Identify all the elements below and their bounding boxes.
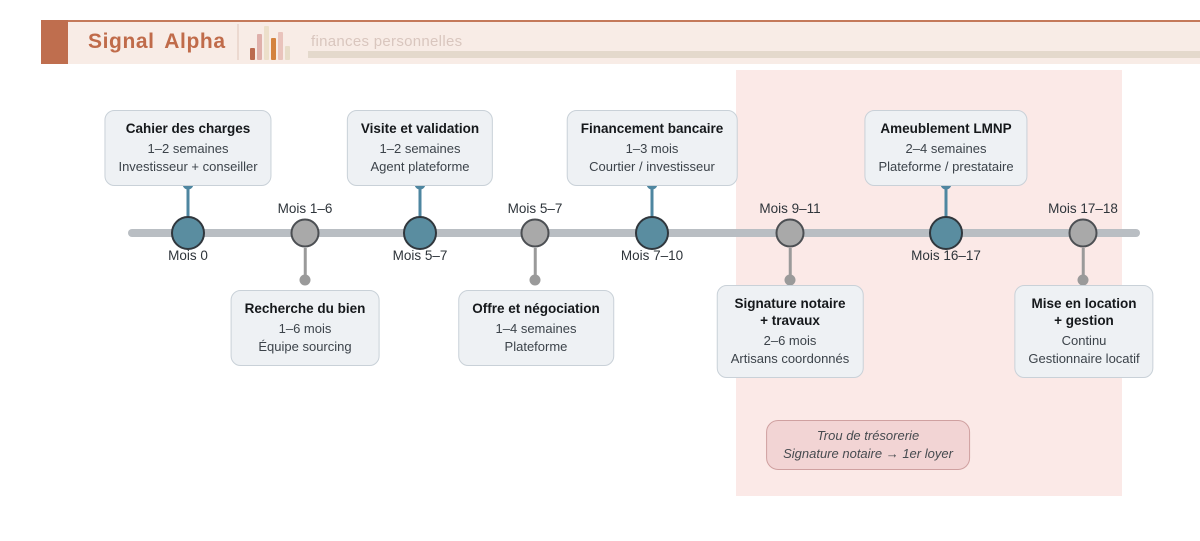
milestone-node-mois-17-18 xyxy=(1068,218,1098,248)
connector-dot xyxy=(299,274,311,286)
milestone-node-mois-16-17 xyxy=(929,216,963,250)
timeline-axis xyxy=(128,229,1140,237)
card-actor: Investisseur + conseiller xyxy=(118,159,258,174)
connector-stem xyxy=(788,248,792,279)
connector-stem xyxy=(303,248,307,279)
card-actor: Courtier / investisseur xyxy=(589,159,715,174)
card-actor: Équipe sourcing xyxy=(258,339,352,354)
milestone-label: Mois 16–17 xyxy=(911,248,981,263)
card-cahier-des-charges: Cahier des charges 1–2 semaines Investis… xyxy=(104,110,272,186)
card-financement-bancaire: Financement bancaire 1–3 mois Courtier /… xyxy=(566,110,738,186)
header-divider xyxy=(237,24,239,60)
card-duration: 1–4 semaines xyxy=(495,321,577,336)
card-title: Signature notaire + travaux xyxy=(734,296,846,328)
connector-stem xyxy=(1081,248,1085,279)
milestone-label: Mois 9–11 xyxy=(759,201,821,216)
card-actor: Agent plateforme xyxy=(370,159,470,174)
connector-dot xyxy=(784,274,796,286)
card-mise-en-location-gestion: Mise en location + gestion Continu Gesti… xyxy=(1014,285,1154,378)
milestone-node-mois-5-7-b xyxy=(520,218,550,248)
brand-mark xyxy=(41,20,68,64)
connector-stem xyxy=(418,186,422,218)
connector-dot xyxy=(1077,274,1089,286)
card-title: Offre et négociation xyxy=(472,301,600,316)
milestone-node-mois-9-11 xyxy=(775,218,805,248)
card-actor: Gestionnaire locatif xyxy=(1028,351,1140,366)
card-duration: 2–4 semaines xyxy=(905,141,987,156)
milestone-node-mois-7-10 xyxy=(635,216,669,250)
bar-chart-icon xyxy=(250,26,290,60)
milestone-label: Mois 0 xyxy=(168,248,208,263)
milestone-label: Mois 5–7 xyxy=(507,201,563,216)
bar-chart-icon-bar xyxy=(278,32,283,60)
milestone-label: Mois 7–10 xyxy=(620,248,684,263)
connector-stem xyxy=(650,186,654,218)
card-actor: Plateforme / prestataire xyxy=(878,159,1014,174)
card-recherche-du-bien: Recherche du bien 1–6 mois Équipe sourci… xyxy=(230,290,380,366)
card-duration: 1–2 semaines xyxy=(147,141,229,156)
card-signature-notaire-travaux: Signature notaire + travaux 2–6 mois Art… xyxy=(716,285,864,378)
milestone-label: Mois 1–6 xyxy=(277,201,333,216)
card-visite-validation: Visite et validation 1–2 semaines Agent … xyxy=(346,110,494,186)
connector-dot xyxy=(529,274,541,286)
milestone-node-mois-5-7 xyxy=(403,216,437,250)
card-title: Recherche du bien xyxy=(244,301,366,316)
connector-stem xyxy=(533,248,537,279)
connector-stem xyxy=(944,186,948,218)
card-duration: 1–3 mois xyxy=(625,141,679,156)
card-title: Financement bancaire xyxy=(580,121,724,136)
card-duration: 1–6 mois xyxy=(278,321,332,336)
cash-gap-note-line2: Signature notaire → 1er loyer xyxy=(783,446,953,461)
connector-stem xyxy=(186,186,190,218)
card-actor: Artisans coordonnés xyxy=(730,351,850,366)
bar-chart-icon-bar xyxy=(285,46,290,60)
bar-chart-icon-bar xyxy=(271,38,276,60)
bar-chart-icon-bar xyxy=(264,26,269,60)
card-title: Mise en location + gestion xyxy=(1031,296,1137,328)
milestone-node-mois-0 xyxy=(171,216,205,250)
bar-chart-icon-bar xyxy=(250,48,255,60)
bar-chart-icon-bar xyxy=(257,34,262,60)
card-offre-negociation: Offre et négociation 1–4 semaines Platef… xyxy=(458,290,614,366)
subtitle-underline xyxy=(308,51,1200,58)
milestone-node-mois-1-6 xyxy=(290,218,320,248)
card-title: Cahier des charges xyxy=(125,121,251,136)
card-duration: 1–2 semaines xyxy=(379,141,461,156)
card-duration: 2–6 mois xyxy=(763,333,817,348)
brand-title: Signal Alpha xyxy=(88,30,226,53)
card-duration: Continu xyxy=(1061,333,1107,348)
card-title: Ameublement LMNP xyxy=(880,121,1012,136)
milestone-label: Mois 17–18 xyxy=(1048,201,1118,216)
cash-gap-note-line1: Trou de trésorerie xyxy=(816,428,920,443)
cash-gap-note: Trou de trésorerie Signature notaire → 1… xyxy=(766,420,970,470)
card-ameublement-lmnp: Ameublement LMNP 2–4 semaines Plateforme… xyxy=(864,110,1028,186)
card-actor: Plateforme xyxy=(504,339,568,354)
header-subtitle: finances personnelles xyxy=(311,33,463,50)
card-title: Visite et validation xyxy=(360,121,480,136)
milestone-label: Mois 5–7 xyxy=(392,248,448,263)
